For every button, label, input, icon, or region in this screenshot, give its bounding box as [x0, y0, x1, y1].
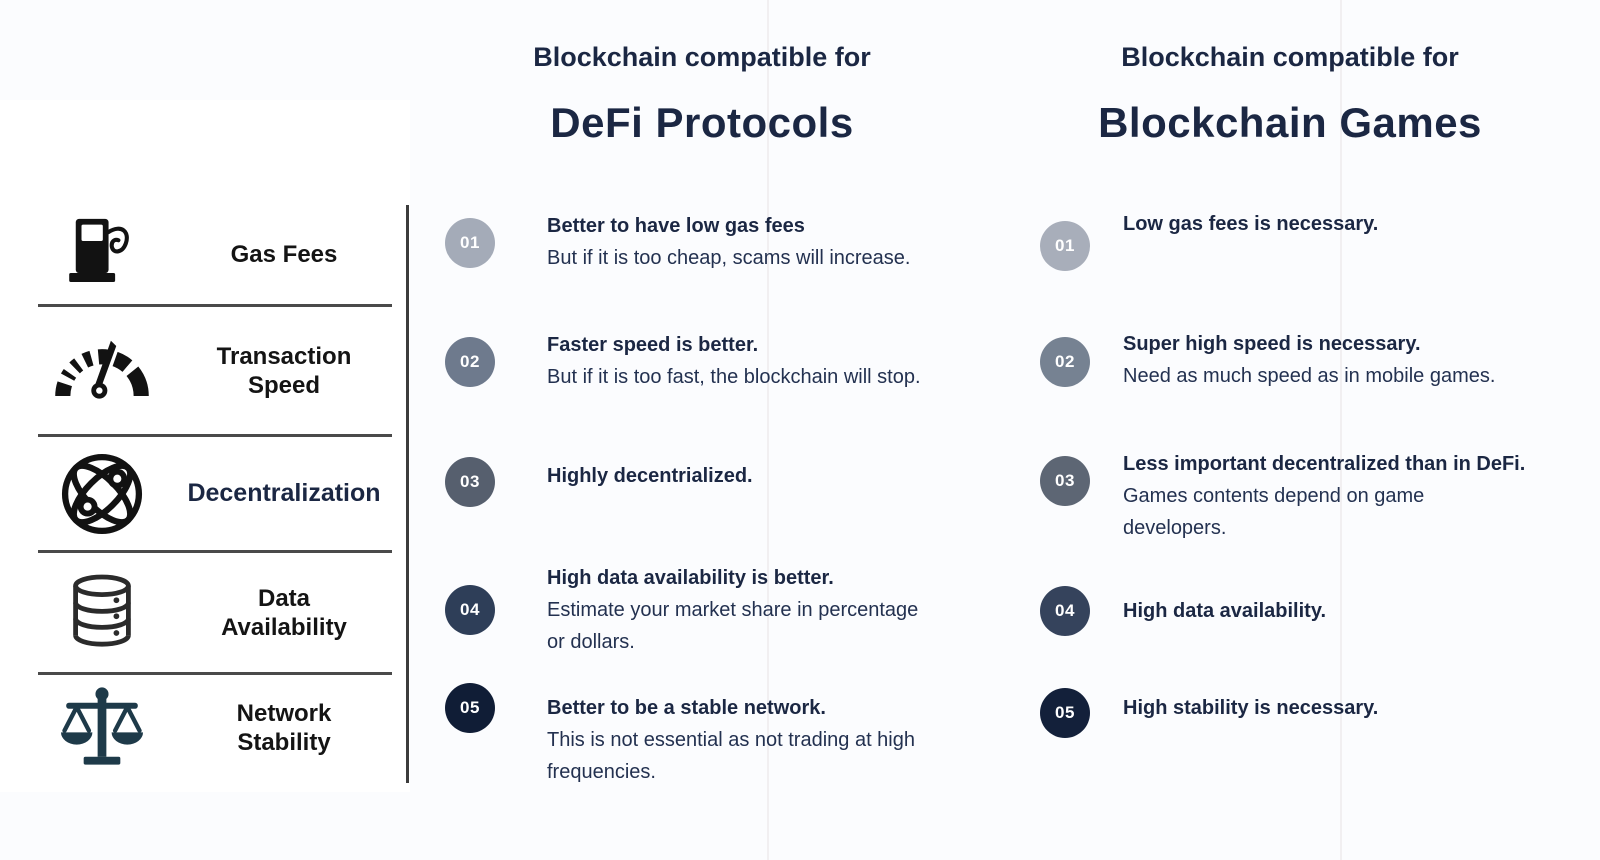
- criteria-label: Gas Fees: [230, 241, 338, 268]
- games-item-data-availability: High data availability.: [1123, 595, 1598, 627]
- number-badge: 02: [1040, 337, 1090, 387]
- database-icon: [28, 571, 176, 655]
- number-badge: 01: [1040, 221, 1090, 271]
- item-title: High data availability is better.: [547, 567, 834, 589]
- globe-network-icon: [28, 449, 176, 539]
- item-title: Better to be a stable network.: [547, 697, 826, 719]
- criteria-label: Network Stability: [236, 700, 332, 756]
- criteria-row-decentralization: Decentralization: [28, 437, 392, 550]
- defi-item-data-availability: High data availability is better. Estima…: [547, 562, 1007, 658]
- row-separator: [38, 304, 392, 307]
- item-title: Faster speed is better.: [547, 334, 759, 356]
- games-item-network-stability: High stability is necessary.: [1123, 692, 1598, 724]
- item-title: Highly decentrialized.: [547, 465, 753, 487]
- item-title: High stability is necessary.: [1123, 697, 1379, 719]
- number-badge: 03: [445, 457, 495, 507]
- games-item-gas-fees: Low gas fees is necessary.: [1123, 208, 1598, 240]
- defi-column-subtitle: Blockchain compatible for: [533, 42, 871, 72]
- number-badge: 05: [1040, 688, 1090, 738]
- criteria-panel: [0, 100, 410, 792]
- item-body: This is not essential as not trading at …: [547, 729, 915, 783]
- defi-item-transaction-speed: Faster speed is better. But if it is too…: [547, 329, 1007, 393]
- balance-scale-icon: [28, 684, 176, 772]
- number-badge: 01: [445, 218, 495, 268]
- criteria-row-network-stability: Network Stability: [28, 675, 392, 781]
- criteria-row-transaction-speed: Transaction Speed: [28, 307, 392, 434]
- column-guide-line: [1340, 0, 1342, 860]
- criteria-row-gas-fees: Gas Fees: [28, 205, 392, 304]
- row-separator: [38, 550, 392, 553]
- defi-item-gas-fees: Better to have low gas fees But if it is…: [547, 210, 1007, 274]
- defi-item-network-stability: Better to be a stable network. This is n…: [547, 692, 1007, 788]
- item-body: Games contents depend on game developers…: [1123, 485, 1425, 539]
- item-title: Better to have low gas fees: [547, 215, 805, 237]
- games-column-title: Blockchain Games: [1098, 99, 1482, 146]
- item-body: But if it is too cheap, scams will incre…: [547, 247, 911, 269]
- item-title: High data availability.: [1123, 600, 1327, 622]
- number-badge: 03: [1040, 456, 1090, 506]
- defi-column-title: DeFi Protocols: [550, 99, 854, 146]
- item-title: Super high speed is necessary.: [1123, 333, 1421, 355]
- criteria-label: Data Availability: [221, 584, 347, 641]
- criteria-vertical-divider: [406, 205, 409, 783]
- item-title: Less important decentralized than in DeF…: [1123, 453, 1526, 475]
- number-badge: 05: [445, 683, 495, 733]
- item-body: Need as much speed as in mobile games.: [1123, 365, 1496, 387]
- criteria-label: Transaction Speed: [216, 342, 352, 399]
- item-title: Low gas fees is necessary.: [1123, 213, 1379, 235]
- speedometer-icon: [28, 332, 176, 410]
- gas-pump-icon: [28, 214, 176, 296]
- row-separator: [38, 672, 392, 675]
- games-column-subtitle: Blockchain compatible for: [1121, 42, 1459, 72]
- number-badge: 04: [1040, 586, 1090, 636]
- games-item-transaction-speed: Super high speed is necessary. Need as m…: [1123, 328, 1598, 392]
- defi-item-decentralization: Highly decentrialized.: [547, 460, 1007, 492]
- column-guide-line: [767, 0, 769, 860]
- defi-column-header: Blockchain compatible for DeFi Protocols: [440, 40, 964, 148]
- games-item-decentralization: Less important decentralized than in DeF…: [1123, 448, 1598, 544]
- number-badge: 04: [445, 585, 495, 635]
- item-body: But if it is too fast, the blockchain wi…: [547, 366, 921, 388]
- item-body: Estimate your market share in percentage…: [547, 599, 919, 653]
- criteria-label: Decentralization: [187, 479, 381, 507]
- games-column-header: Blockchain compatible for Blockchain Gam…: [1030, 40, 1550, 148]
- criteria-row-data-availability: Data Availability: [28, 553, 392, 672]
- number-badge: 02: [445, 337, 495, 387]
- row-separator: [38, 434, 392, 437]
